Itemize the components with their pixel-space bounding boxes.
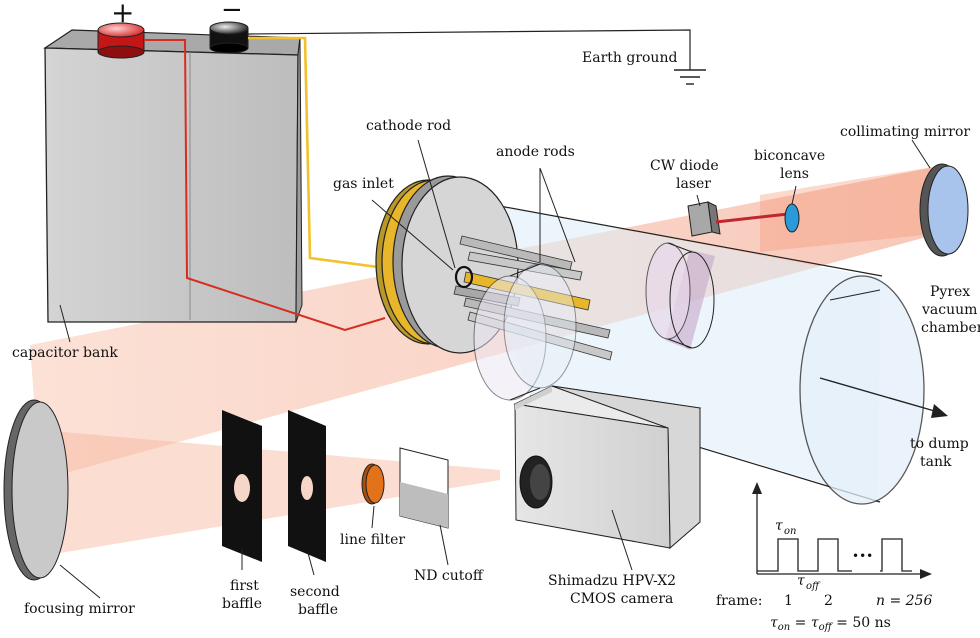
negative-wire (248, 36, 386, 270)
camera-label-2: CMOS camera (570, 591, 673, 607)
dump-arrow-head (931, 404, 948, 418)
gas-inlet (454, 265, 474, 289)
positive-wire (144, 39, 386, 332)
second-baffle (288, 410, 326, 562)
dump-tank-label-2: tank (920, 454, 952, 470)
pyrex-label-3: chamber (921, 320, 980, 336)
line-filter-label: line filter (340, 532, 405, 548)
cathode-rod-label: cathode rod (366, 118, 451, 134)
gas-inlet-label: gas inlet (333, 176, 394, 192)
laser-ray (715, 212, 789, 224)
eq-tau-1: τ (770, 615, 778, 631)
first-baffle-label-2: baffle (222, 596, 262, 612)
eq-eq: = (790, 615, 811, 631)
dump-tank-label-1: to dump (910, 436, 969, 452)
minus-sign: − (221, 0, 243, 25)
earth-wire (247, 29, 691, 70)
earth-ground-label: Earth ground (582, 50, 677, 66)
negative-terminal (209, 21, 249, 54)
anode-rods-label: anode rods (496, 144, 575, 160)
frame-label: frame: (716, 593, 763, 609)
biconcave-lens-label-1: biconcave (754, 148, 825, 164)
dump-arrow-shaft (819, 377, 939, 413)
tau-on-subscript: on (784, 526, 796, 537)
nd-cutoff-label: ND cutoff (414, 568, 484, 584)
line-filter (361, 463, 385, 505)
pulse-train (757, 538, 852, 572)
chamber-window (645, 242, 715, 350)
earth-ground-symbol (674, 69, 706, 85)
biconcave-lens-label-2: lens (780, 166, 809, 182)
pulse-ellipsis: ••• (852, 549, 873, 563)
tau-off-subscript: off (806, 581, 821, 592)
second-baffle-label-2: baffle (298, 602, 338, 618)
second-baffle-label-1: second (290, 584, 340, 600)
collimating-mirror (919, 163, 969, 257)
capacitor-bank-label: capacitor bank (12, 345, 118, 361)
biconcave-lens (784, 203, 800, 233)
positive-terminal (97, 22, 145, 59)
pyrex-label-1: Pyrex (930, 284, 970, 300)
camera-label-1: Shimadzu HPV-X2 (548, 573, 676, 589)
first-baffle (222, 410, 262, 562)
eq-value: = 50 ns (832, 615, 891, 631)
pulse-train-last (880, 538, 912, 572)
laser-beam-lower (40, 430, 500, 555)
timing-diagram (752, 482, 932, 579)
focusing-mirror (3, 399, 69, 581)
nd-cutoff (399, 447, 449, 529)
camera (513, 385, 702, 550)
collimating-mirror-label: collimating mirror (840, 124, 970, 140)
cw-diode-laser (687, 201, 721, 237)
eq-tau-2: τ (811, 615, 819, 631)
chamber-front-window (473, 263, 577, 401)
capacitor-bank (43, 29, 303, 323)
pyrex-label-2: vacuum (921, 302, 977, 318)
timing-equation: τon = τoff = 50 ns (770, 615, 891, 633)
leader-lines (59, 139, 931, 599)
eq-off: off (819, 622, 834, 633)
focusing-mirror-label: focusing mirror (24, 601, 135, 617)
frame-2-label: 2 (824, 593, 833, 609)
tau-off-symbol: τ (797, 573, 805, 589)
frame-n-label: n = 256 (876, 593, 932, 609)
first-baffle-label-1: first (230, 578, 259, 594)
tau-on-symbol: τ (775, 518, 783, 534)
eq-on: on (778, 622, 790, 633)
frame-1-label: 1 (784, 593, 793, 609)
laser-beam-near-mirror (760, 165, 952, 252)
cw-diode-laser-label-1: CW diode (650, 158, 719, 174)
plus-sign: + (111, 0, 134, 29)
cw-diode-laser-label-2: laser (676, 176, 711, 192)
